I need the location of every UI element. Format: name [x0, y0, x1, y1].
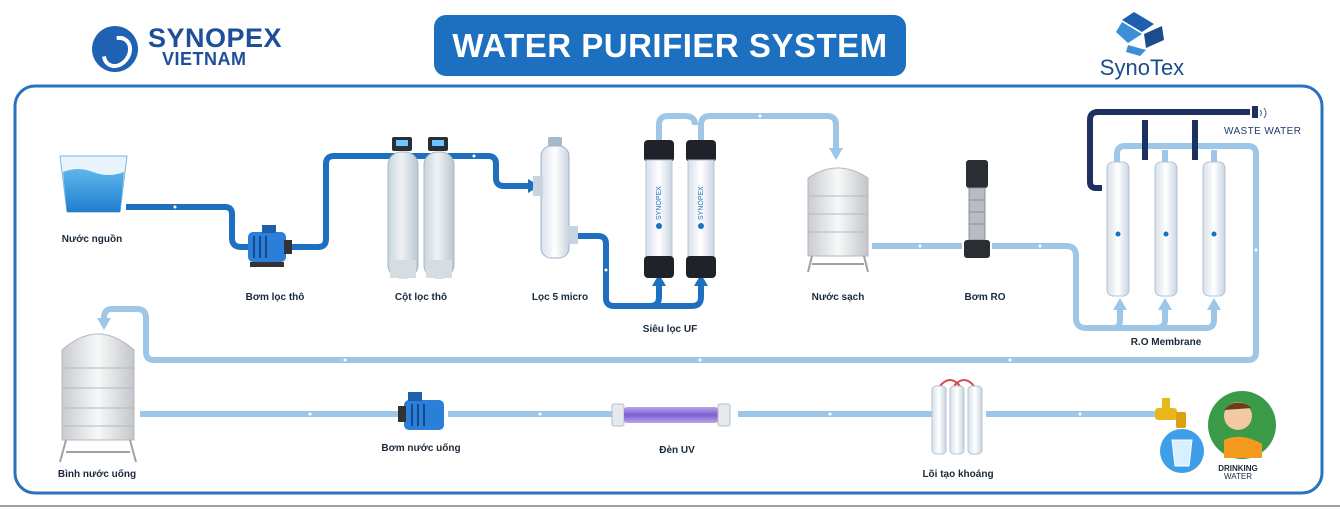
- drinking-badge-line2: WATER: [1224, 472, 1252, 481]
- synotex-logo: SynoTex: [1092, 10, 1202, 80]
- coarse-pump-icon: [248, 225, 292, 267]
- treated-water-arrows: [97, 148, 1221, 330]
- synotex-logo-text: SynoTex: [1099, 55, 1185, 80]
- label-clean-water: Nước sạch: [811, 292, 865, 303]
- label-ro-membrane: R.O Membrane: [1130, 337, 1202, 348]
- uf-cartridge-brand-2: SYNOPEX: [694, 186, 708, 220]
- micro-filter-icon: [533, 137, 578, 259]
- label-coarse-filter: Cột lọc thô: [394, 292, 448, 303]
- cartridge-brand-text: SYNOPEX: [656, 186, 663, 220]
- label-source-water: Nước nguồn: [61, 234, 123, 245]
- uf-filter-icon: [644, 140, 716, 278]
- label-ro-pump: Bơm RO: [964, 292, 1006, 303]
- label-coarse-pump: Bơm lọc thô: [245, 292, 305, 303]
- page-title: WATER PURIFIER SYSTEM: [434, 15, 906, 76]
- ro-pump-icon: [964, 160, 990, 258]
- label-uf-filter: Siêu lọc UF: [642, 324, 698, 335]
- source-water-tank-icon: [59, 155, 128, 213]
- label-uv-lamp: Đèn UV: [659, 445, 695, 456]
- drinking-badge-line1: DRINKING: [1218, 464, 1258, 473]
- label-drinking-pump: Bơm nước uống: [381, 443, 461, 454]
- faucet-icon: [1155, 398, 1186, 428]
- waste-water-pipes: [1087, 109, 1250, 191]
- drinking-person-icon: [1208, 391, 1276, 459]
- uv-lamp-icon: [611, 403, 731, 427]
- drinking-tank-icon: [59, 333, 137, 463]
- label-drinking-tank: Bình nước uống: [57, 469, 137, 480]
- logo-text-line1: SYNOPEX: [148, 23, 283, 53]
- mineral-core-icon: [931, 379, 983, 455]
- diagram-frame: [13, 84, 1324, 495]
- label-mineral-core: Lõi tạo khoáng: [922, 469, 994, 480]
- waste-water-icon: [1252, 106, 1267, 119]
- coarse-filter-columns-icon: [387, 137, 455, 279]
- synopex-vietnam-logo: SYNOPEX VIETNAM: [92, 24, 292, 74]
- synotex-logo-icon: [1116, 12, 1164, 56]
- logo-text-line2: VIETNAM: [162, 49, 247, 69]
- water-glass-icon: [1160, 429, 1204, 473]
- clean-water-tank-icon: [807, 167, 869, 273]
- drinking-pump-icon: [398, 392, 444, 430]
- ro-membrane-icon: [1106, 161, 1226, 297]
- uf-cartridge-brand-1: SYNOPEX: [652, 186, 666, 220]
- label-waste-water: WASTE WATER: [1224, 126, 1302, 137]
- drinking-water-badge: DRINKING WATER: [1216, 465, 1260, 481]
- cartridge-brand-text: SYNOPEX: [698, 186, 705, 220]
- synopex-logo-icon: [92, 26, 138, 72]
- label-micro-filter: Lọc 5 micro: [531, 292, 589, 303]
